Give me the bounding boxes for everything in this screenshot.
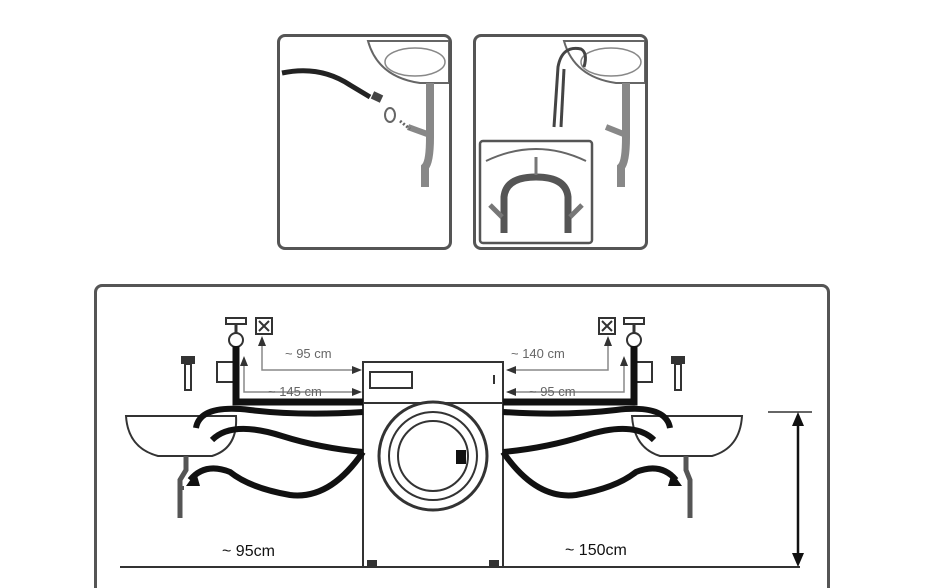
label-right-upper: ~ 140 cm — [511, 346, 565, 361]
label-bottom-right: ~ 150cm — [565, 542, 627, 559]
height-dimension — [768, 411, 812, 567]
siphon-icon — [617, 83, 630, 187]
label-right-lower: ~ 95 cm — [529, 384, 576, 399]
panel-top-left — [277, 34, 452, 250]
drain-hose-icon — [552, 46, 587, 128]
drain-hose-icon — [186, 346, 366, 499]
inset-detail — [478, 139, 594, 245]
drain-hose-icon — [281, 68, 372, 100]
washing-machine-icon — [362, 361, 504, 568]
bolt-icon — [181, 356, 195, 391]
dimension-guides-left — [240, 336, 362, 396]
label-bottom-left: ~ 95cm — [222, 543, 275, 560]
washbasin-icon — [630, 415, 744, 518]
basin-hook-illustration — [478, 40, 645, 245]
drain-hose-icon — [500, 346, 682, 499]
siphon-icon — [421, 83, 434, 187]
dimension-guides-right — [506, 336, 628, 396]
label-left-lower: ~ 145 cm — [268, 384, 322, 399]
washbasin-icon — [366, 40, 449, 84]
bolt-icon — [671, 356, 685, 391]
siphon-connection-illustration — [281, 40, 449, 187]
label-left-upper: ~ 95 cm — [285, 346, 332, 361]
panel-top-right — [473, 34, 648, 250]
water-tap-icon — [598, 317, 653, 383]
